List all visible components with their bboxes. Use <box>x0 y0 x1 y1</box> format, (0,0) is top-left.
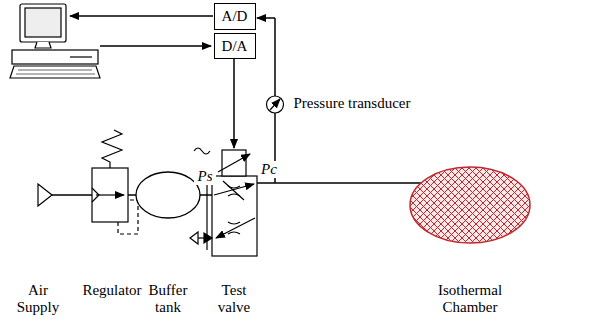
component-label: Air Supply <box>13 282 63 317</box>
component-label: Isothermal Chamber <box>428 282 512 317</box>
pressure-gauge <box>267 96 284 113</box>
component-label: Regulator <box>72 282 152 299</box>
sensor-label: Pressure transducer <box>277 95 427 112</box>
component-label: Buffer tank <box>142 282 194 317</box>
air-supply-symbol <box>38 184 52 206</box>
node-text: A/D <box>222 8 248 25</box>
isothermal-chamber-symbol <box>410 167 530 243</box>
node-text: D/A <box>222 38 248 55</box>
converter-box: D/A <box>214 33 256 59</box>
test-valve-symbol <box>190 148 257 256</box>
component-label: Test valve <box>211 282 257 317</box>
pressure-symbol: Pc <box>258 161 280 178</box>
converter-box: A/D <box>214 3 256 30</box>
computer-icon <box>10 4 100 78</box>
signal-lines <box>70 16 275 183</box>
regulator-symbol <box>92 130 138 234</box>
buffer-tank-symbol <box>136 172 200 218</box>
pressure-symbol: Ps <box>194 168 216 185</box>
